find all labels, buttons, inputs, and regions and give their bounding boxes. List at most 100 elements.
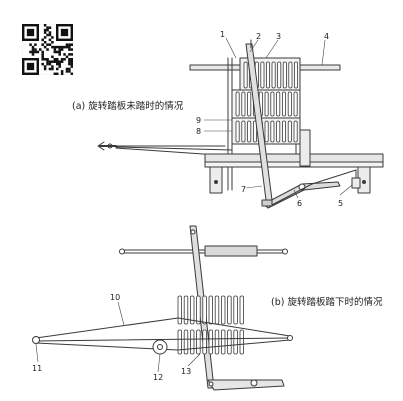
- qr-cell: [56, 67, 59, 71]
- heddle: [281, 120, 286, 143]
- callout-9: 9: [196, 116, 201, 125]
- caption-b: (b) 旋转踏板踏下时的情况: [271, 297, 383, 308]
- heddle-upper: [214, 295, 220, 325]
- qr-cell: [60, 72, 64, 75]
- callout-10: 10: [110, 293, 120, 302]
- heddle: [235, 91, 240, 117]
- qr-finder-core: [60, 28, 69, 37]
- qr-cell: [34, 43, 37, 46]
- qr-cell: [31, 45, 35, 49]
- qr-cell: [58, 60, 61, 63]
- qr-cell: [51, 36, 54, 39]
- qr-cell: [68, 58, 71, 61]
- callout-5: 5: [338, 199, 343, 208]
- qr-cell: [51, 65, 54, 68]
- qr-cell: [65, 45, 69, 49]
- qr-cell: [46, 60, 49, 63]
- qr-cell: [58, 45, 61, 49]
- qr-cell: [41, 38, 44, 42]
- heddle: [241, 120, 246, 143]
- heddle-upper: [239, 295, 244, 325]
- heddle: [282, 61, 287, 89]
- heddle: [243, 61, 248, 89]
- heddle-lower: [227, 329, 232, 355]
- heddle-lower: [183, 329, 189, 355]
- qr-cell: [43, 67, 47, 71]
- qr-cell: [46, 48, 49, 51]
- qr-cell: [65, 70, 69, 73]
- qr-cell: [41, 53, 44, 56]
- qr-cell: [53, 58, 57, 61]
- qr-cell: [41, 58, 44, 61]
- qr-cell: [48, 26, 52, 29]
- qr-cell: [65, 55, 69, 59]
- qr-cell: [41, 62, 44, 66]
- callout-11: 11: [32, 364, 42, 373]
- qr-cell: [29, 50, 32, 54]
- qr-cell: [41, 50, 44, 54]
- qr-cell: [51, 60, 54, 63]
- qr-cell: [46, 58, 49, 61]
- heddle-upper: [189, 295, 195, 325]
- qr-cell: [53, 45, 57, 49]
- qr-cell: [51, 55, 54, 59]
- qr-cell: [43, 28, 47, 32]
- qr-cell: [68, 70, 71, 73]
- qr-cell: [31, 53, 35, 56]
- qr-cell: [34, 50, 37, 54]
- qr-cell: [68, 67, 71, 71]
- heddle-upper: [220, 295, 226, 325]
- qr-cell: [60, 70, 64, 73]
- qr-cell: [68, 53, 71, 56]
- heddle: [281, 91, 286, 117]
- qr-cell: [51, 45, 54, 49]
- qr-cell: [68, 62, 71, 66]
- callout-12: 12: [153, 373, 163, 382]
- callout-6: 6: [297, 199, 302, 208]
- heddle-lower: [196, 329, 201, 355]
- qr-cell: [43, 36, 47, 39]
- qr-cell: [65, 67, 69, 71]
- qr-cell: [48, 43, 52, 46]
- qr-cell: [58, 65, 61, 68]
- heddle: [276, 120, 281, 143]
- heddle-upper: [233, 295, 238, 325]
- qr-cell: [31, 48, 35, 51]
- qr-cell: [70, 72, 73, 75]
- heddle: [288, 61, 293, 89]
- qr-cell: [43, 41, 47, 44]
- heddle-lower: [220, 329, 226, 355]
- heddle: [260, 61, 265, 89]
- heddle-lower: [208, 329, 213, 355]
- heddle: [277, 61, 282, 89]
- callout-8: 8: [196, 127, 201, 136]
- heddle: [293, 91, 298, 117]
- qr-cell: [48, 62, 52, 66]
- heddle-lower: [214, 329, 220, 355]
- qr-cell: [60, 48, 64, 51]
- callout-3: 3: [276, 32, 281, 41]
- qr-cell: [43, 65, 47, 68]
- qr-cell: [56, 60, 59, 63]
- callout-4: 4: [324, 32, 329, 41]
- qr-finder-core: [26, 28, 35, 37]
- qr-cell: [58, 62, 61, 66]
- heddle-upper: [196, 295, 201, 325]
- heddle-lower: [233, 329, 238, 355]
- heddle-upper: [208, 295, 213, 325]
- heddle: [235, 120, 240, 143]
- qr-cell: [29, 43, 32, 46]
- qr-cell: [41, 43, 44, 46]
- qr-cell: [70, 60, 73, 63]
- qr-cell: [41, 55, 44, 59]
- qr-cell: [60, 60, 64, 63]
- qr-cell: [56, 50, 59, 54]
- qr-cell: [48, 60, 52, 63]
- qr-cell: [68, 48, 71, 51]
- heddle-lower: [189, 329, 195, 355]
- qr-cell: [46, 43, 49, 46]
- qr-cell: [70, 65, 73, 68]
- heddle: [271, 61, 276, 89]
- qr-cell: [46, 62, 49, 66]
- qr-cell: [43, 58, 47, 61]
